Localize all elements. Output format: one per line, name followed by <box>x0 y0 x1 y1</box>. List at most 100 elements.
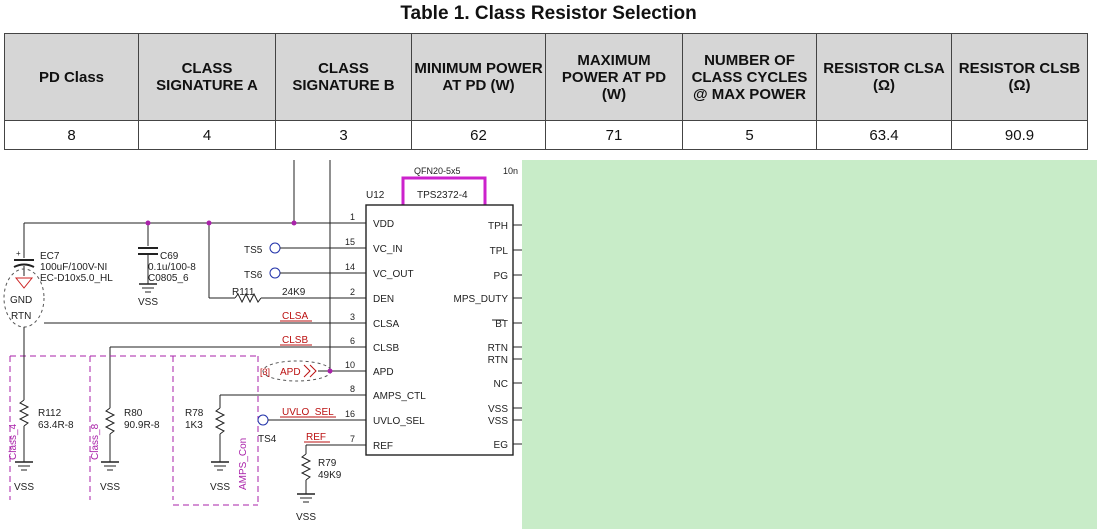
ic-pin-name: RTN <box>488 355 508 366</box>
class-resistor-table-section: Table 1. Class Resistor Selection PD Cla… <box>0 0 1097 160</box>
ic-pin-name: VSS <box>488 416 508 427</box>
ic-pin-name: MPS_DUTY <box>454 294 509 305</box>
r111-resistor <box>234 292 262 304</box>
vss-label: VSS <box>14 482 34 493</box>
r78-value: 1K3 <box>185 420 203 431</box>
r111-ref: R111 <box>232 287 255 298</box>
ic-pin-name: BT <box>495 319 508 330</box>
vss-ground-icon <box>101 461 119 471</box>
header-resistor-clsa: RESISTOR CLSA (Ω) <box>816 33 952 121</box>
ic-pin-name: REF <box>373 441 393 452</box>
r79-value: 49K9 <box>318 470 342 481</box>
class4-box-label: Class_4 <box>8 423 19 460</box>
cell-class-signature-a: 4 <box>138 120 276 150</box>
header-class-cycles: NUMBER OF CLASS CYCLES @ MAX POWER <box>682 33 817 121</box>
table-title: Table 1. Class Resistor Selection <box>400 3 697 24</box>
header-resistor-clsb: RESISTOR CLSB (Ω) <box>951 33 1088 121</box>
ic-left-pins: 1VDD15VC_IN14VC_OUT2DEN3CLSA6CLSB10APD8A… <box>345 212 426 452</box>
ic-part-label: TPS2372-4 <box>417 190 468 201</box>
vss-label: VSS <box>296 512 316 523</box>
ic-pin-number: 6 <box>350 336 355 346</box>
ts5-testpoint-icon[interactable] <box>269 242 281 254</box>
amps-con-box-label: AMPS_Con <box>238 438 249 490</box>
r80-ref: R80 <box>124 408 143 419</box>
r79-ref: R79 <box>318 458 337 469</box>
c69-footprint: C0805_6 <box>148 273 189 284</box>
header-class-signature-a: CLASS SIGNATURE A <box>138 33 276 121</box>
ic-tag-label: 10n <box>503 166 518 176</box>
junction-dot <box>206 220 212 226</box>
apd-net-label[interactable]: APD <box>280 367 301 378</box>
r112-ref: R112 <box>38 408 62 419</box>
r80-resistor <box>104 407 116 435</box>
ic-pin-name: DEN <box>373 294 394 305</box>
blank-green-panel <box>522 160 1097 529</box>
cell-pd-class: 8 <box>4 120 139 150</box>
ic-pin-number: 10 <box>345 360 355 370</box>
clsa-net-label: CLSA <box>282 311 308 322</box>
ic-pin-name: APD <box>373 367 394 378</box>
vss-label: VSS <box>138 297 158 308</box>
r80-value: 90.9R-8 <box>124 420 160 431</box>
ic-pin-number: 1 <box>350 212 355 222</box>
ic-pin-name: CLSB <box>373 343 399 354</box>
ic-pin-name: TPH <box>488 221 508 232</box>
ic-pin-name: VSS <box>488 404 508 415</box>
ic-pin-name: EG <box>494 440 509 451</box>
cell-class-cycles: 5 <box>682 120 817 150</box>
table-row: 8 4 3 62 71 5 63.4 90.9 <box>4 120 1088 150</box>
gnd-label: GND <box>10 295 32 306</box>
ec7-plus-sign: + <box>16 249 21 258</box>
ic-pin-name: TPL <box>490 246 509 257</box>
r111-value: 24K9 <box>282 287 306 298</box>
ic-ref-label: U12 <box>366 190 385 201</box>
junction-dot <box>291 220 297 226</box>
header-class-signature-b: CLASS SIGNATURE B <box>275 33 412 121</box>
header-pd-class: PD Class <box>4 33 139 121</box>
ic-pin-number: 7 <box>350 434 355 444</box>
apd-offsheet-arrow-icon <box>303 364 317 378</box>
r78-ref: R78 <box>185 408 204 419</box>
ts6-label: TS6 <box>244 270 263 281</box>
ic-pin-name: VC_IN <box>373 244 402 255</box>
ic-pin-name: NC <box>494 379 508 390</box>
ts4-testpoint-icon[interactable] <box>257 414 269 426</box>
class8-box-label: Class_8 <box>90 423 101 460</box>
ic-pin-name: AMPS_CTL <box>373 391 426 402</box>
ec7-plate-bottom <box>13 263 35 268</box>
r78-resistor <box>214 407 226 435</box>
cell-maximum-power: 71 <box>545 120 683 150</box>
ref-net-label: REF <box>306 432 326 443</box>
junction-dot <box>145 220 151 226</box>
ts6-testpoint-icon[interactable] <box>269 267 281 279</box>
header-maximum-power: MAXIMUM POWER AT PD (W) <box>545 33 683 121</box>
cell-class-signature-b: 3 <box>275 120 412 150</box>
c69-ref: C69 <box>160 251 179 262</box>
ic-pin-number: 15 <box>345 237 355 247</box>
header-minimum-power: MINIMUM POWER AT PD (W) <box>411 33 546 121</box>
c69-value: 0.1u/100-8 <box>148 262 196 273</box>
r79-resistor <box>300 453 312 481</box>
junction-dot <box>327 368 333 374</box>
vss-ground-icon <box>15 461 33 471</box>
ic-pin-name: CLSA <box>373 319 399 330</box>
vss-label: VSS <box>100 482 120 493</box>
ts4-label: TS4 <box>258 434 277 445</box>
cell-resistor-clsa: 63.4 <box>816 120 952 150</box>
ic-pin-name: RTN <box>488 343 508 354</box>
ec7-ref: EC7 <box>40 251 60 262</box>
clsb-net-label: CLSB <box>282 335 308 346</box>
apd-sheet-ref: [3] <box>260 367 270 377</box>
r112-value: 63.4R-8 <box>38 420 74 431</box>
ic-pin-name: VDD <box>373 219 394 230</box>
vss-ground-icon <box>211 461 229 471</box>
ic-pin-number: 8 <box>350 384 355 394</box>
ic-pin-name: VC_OUT <box>373 269 414 280</box>
ic-pin-number: 2 <box>350 287 355 297</box>
cell-minimum-power: 62 <box>411 120 546 150</box>
ec7-footprint: EC-D10x5.0_HL <box>40 273 113 284</box>
uvlo-net-label: UVLO_SEL <box>282 407 334 418</box>
cell-resistor-clsb: 90.9 <box>951 120 1088 150</box>
